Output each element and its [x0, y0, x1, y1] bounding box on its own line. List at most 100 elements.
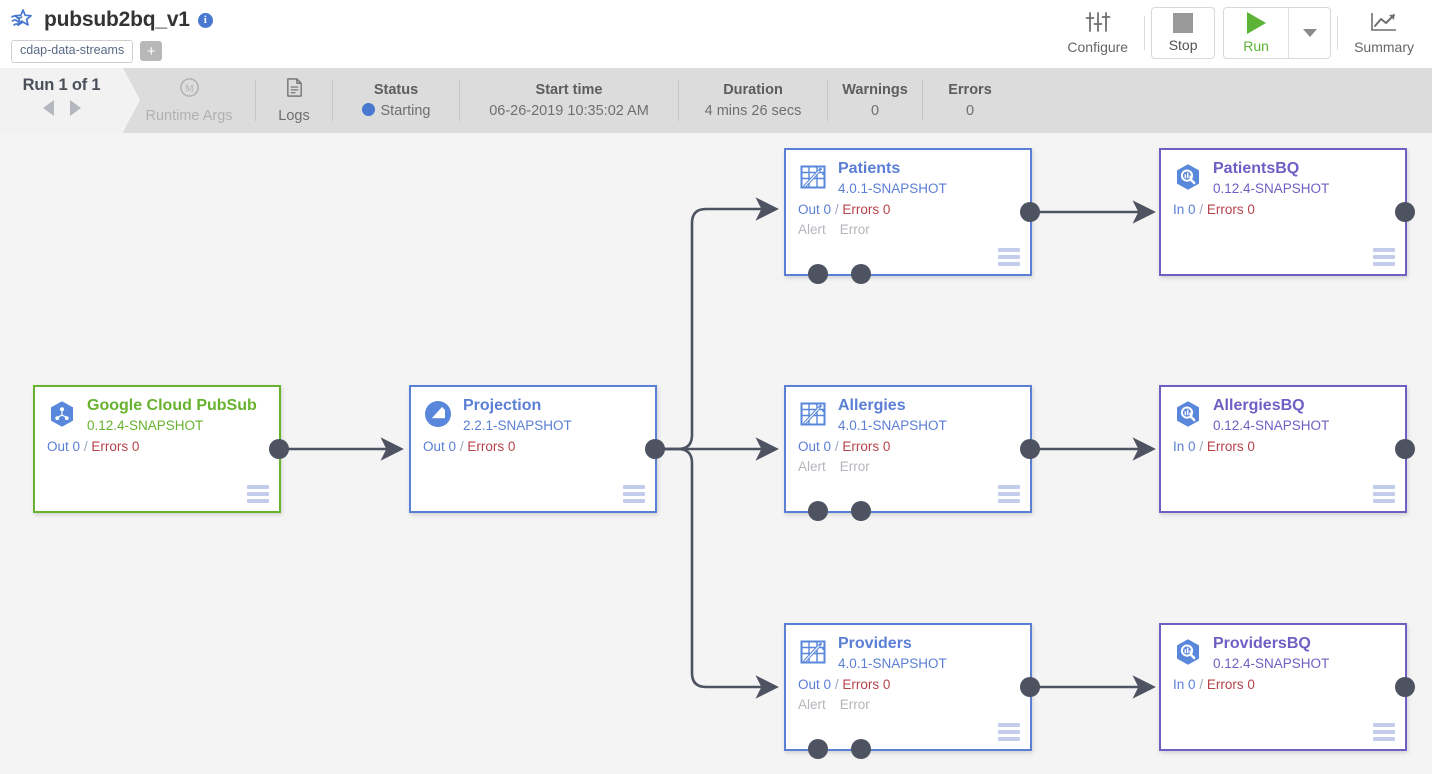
- metric-errors-value: 0: [1247, 677, 1255, 693]
- output-port-dot[interactable]: [1020, 677, 1040, 697]
- node-output-ports: Alert Error: [786, 222, 1030, 237]
- warnings-cell: Warnings 0: [828, 68, 922, 133]
- metric-out-value: 0: [823, 202, 832, 218]
- output-port-dot[interactable]: [645, 439, 665, 459]
- node-header: PatientsBQ 0.12.4-SNAPSHOT: [1161, 150, 1405, 196]
- metric-errors-value: 0: [882, 439, 891, 455]
- metric-errors-label: Errors: [1206, 677, 1244, 693]
- node-patientsbq[interactable]: PatientsBQ 0.12.4-SNAPSHOT In 0 / Errors…: [1159, 148, 1415, 276]
- node-version: 0.12.4-SNAPSHOT: [87, 418, 204, 434]
- pipeline-title-row: pubsub2bq_v1 i: [10, 6, 213, 34]
- output-port-dot[interactable]: [1395, 439, 1415, 459]
- node-providersbq[interactable]: ProvidersBQ 0.12.4-SNAPSHOT In 0 / Error…: [1159, 623, 1415, 751]
- configure-label: Configure: [1067, 38, 1129, 55]
- node-menu-icon[interactable]: [998, 248, 1020, 266]
- alert-port-dot[interactable]: [808, 501, 828, 521]
- metric-separator: /: [1199, 439, 1204, 455]
- warnings-header: Warnings: [842, 82, 908, 98]
- node-patients[interactable]: Patients 4.0.1-SNAPSHOT Out 0 / Errors 0…: [784, 148, 1040, 284]
- node-providers[interactable]: Providers 4.0.1-SNAPSHOT Out 0 / Errors …: [784, 623, 1040, 759]
- metric-out-value: 0: [448, 439, 457, 455]
- run-selector-tab[interactable]: Run 1 of 1: [0, 68, 140, 133]
- duration-value: 4 mins 26 secs: [704, 103, 802, 119]
- node-titles: Google Cloud PubSub 0.12.4-SNAPSHOT: [87, 397, 257, 433]
- node-menu-icon[interactable]: [1373, 248, 1395, 266]
- runbar-divider-2: [332, 80, 333, 121]
- node-menu-icon[interactable]: [1373, 723, 1395, 741]
- runtime-args-button[interactable]: M Runtime Args: [123, 68, 255, 133]
- node-header: Allergies 4.0.1-SNAPSHOT: [786, 387, 1030, 433]
- metric-out-label: Out: [798, 202, 820, 218]
- run-dropdown-button[interactable]: [1288, 8, 1330, 58]
- runbar-divider-1: [255, 80, 256, 121]
- output-port-dot[interactable]: [269, 439, 289, 459]
- node-titles: Providers 4.0.1-SNAPSHOT: [838, 635, 947, 671]
- node-title: Projection: [463, 397, 542, 414]
- port-label-error: Error: [839, 697, 870, 713]
- node-allergiesbq[interactable]: AllergiesBQ 0.12.4-SNAPSHOT In 0 / Error…: [1159, 385, 1415, 513]
- node-menu-icon[interactable]: [247, 485, 269, 503]
- start-time-header: Start time: [535, 82, 603, 98]
- triangle-right-icon[interactable]: [69, 100, 81, 116]
- node-metrics: In 0 / Errors 0: [1161, 677, 1405, 692]
- node-titles: Projection 2.2.1-SNAPSHOT: [463, 397, 572, 433]
- chevron-down-icon: [1302, 29, 1317, 37]
- node-projection[interactable]: Projection 2.2.1-SNAPSHOT Out 0 / Errors…: [409, 385, 665, 513]
- node-header: Projection 2.2.1-SNAPSHOT: [411, 387, 655, 433]
- configure-button[interactable]: Configure: [1057, 8, 1138, 59]
- node-titles: Patients 4.0.1-SNAPSHOT: [838, 160, 947, 196]
- alert-port-dot[interactable]: [808, 739, 828, 759]
- metric-out-value: 0: [72, 439, 81, 455]
- node-title: PatientsBQ: [1213, 160, 1300, 177]
- output-port-dot[interactable]: [1395, 202, 1415, 222]
- bigquery-hexagon-icon: [1173, 637, 1203, 667]
- duration-header: Duration: [723, 82, 783, 98]
- triangle-left-icon[interactable]: [42, 100, 54, 116]
- runbar-divider-5: [827, 80, 828, 121]
- metric-errors-label: Errors: [91, 439, 129, 455]
- runbar-divider-6: [922, 80, 923, 121]
- run-status-bar: Run 1 of 1 M Runtime Args: [0, 68, 1432, 138]
- summary-button[interactable]: Summary: [1344, 8, 1424, 59]
- stop-square-icon: [1173, 13, 1194, 33]
- port-label-alert: Alert: [798, 459, 826, 475]
- stop-button[interactable]: Stop: [1151, 7, 1216, 59]
- output-port-dot[interactable]: [1020, 202, 1040, 222]
- logs-button[interactable]: Logs: [256, 68, 332, 133]
- node-menu-icon[interactable]: [998, 723, 1020, 741]
- output-port-dot[interactable]: [1395, 677, 1415, 697]
- add-tag-button[interactable]: +: [140, 41, 163, 62]
- node-version: 4.0.1-SNAPSHOT: [838, 656, 947, 672]
- error-port-dot[interactable]: [851, 501, 871, 521]
- node-titles: ProvidersBQ 0.12.4-SNAPSHOT: [1213, 635, 1329, 671]
- page-title: pubsub2bq_v1: [44, 8, 190, 31]
- node-title: Patients: [838, 160, 901, 177]
- node-allergies[interactable]: Allergies 4.0.1-SNAPSHOT Out 0 / Errors …: [784, 385, 1040, 521]
- node-menu-icon[interactable]: [623, 485, 645, 503]
- alert-port-dot[interactable]: [808, 264, 828, 284]
- node-menu-icon[interactable]: [998, 485, 1020, 503]
- errors-header: Errors: [948, 82, 992, 98]
- bigquery-hexagon-icon: [1173, 162, 1203, 192]
- metric-separator: /: [1199, 677, 1204, 693]
- status-text: Starting: [380, 103, 431, 119]
- node-google-cloud-pubsub[interactable]: Google Cloud PubSub 0.12.4-SNAPSHOT Out …: [33, 385, 289, 513]
- line-chart-icon: [1370, 11, 1398, 36]
- info-icon[interactable]: i: [197, 12, 213, 28]
- node-header: ProvidersBQ 0.12.4-SNAPSHOT: [1161, 625, 1405, 671]
- error-port-dot[interactable]: [851, 264, 871, 284]
- run-button[interactable]: Run: [1224, 8, 1288, 58]
- start-time-value: 06-26-2019 10:35:02 AM: [489, 103, 649, 119]
- port-label-error: Error: [839, 222, 870, 238]
- connection-wires: [281, 197, 1156, 699]
- metric-errors-value: 0: [882, 677, 891, 693]
- metric-separator: /: [834, 439, 839, 455]
- pipeline-canvas[interactable]: Google Cloud PubSub 0.12.4-SNAPSHOT Out …: [0, 133, 1432, 774]
- tag-chip[interactable]: cdap-data-streams: [11, 40, 134, 63]
- node-title: AllergiesBQ: [1213, 397, 1305, 414]
- error-port-dot[interactable]: [851, 739, 871, 759]
- node-header: Google Cloud PubSub 0.12.4-SNAPSHOT: [35, 387, 279, 433]
- metric-out-label: Out: [423, 439, 445, 455]
- node-menu-icon[interactable]: [1373, 485, 1395, 503]
- output-port-dot[interactable]: [1020, 439, 1040, 459]
